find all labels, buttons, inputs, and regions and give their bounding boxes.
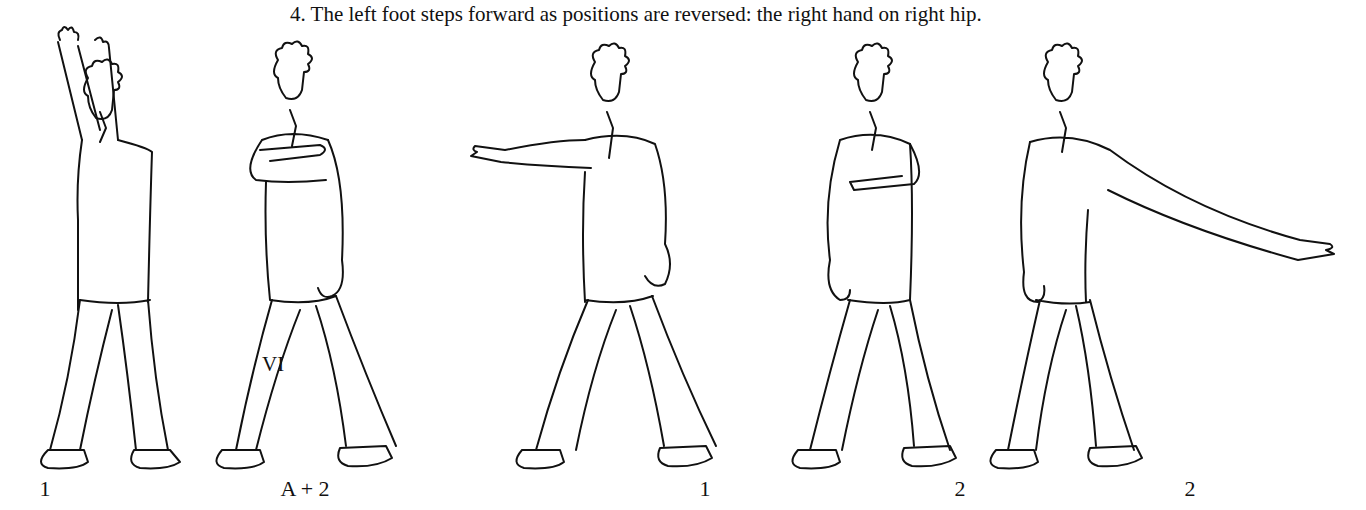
section-numeral: VI [262, 352, 284, 377]
count-number: 2 [1185, 476, 1196, 502]
dancer-figure [216, 41, 396, 468]
dancer-figure [990, 43, 1334, 468]
count-number: A + 2 [280, 476, 329, 502]
count-number: 2 [955, 476, 966, 502]
dancer-figure [471, 43, 716, 468]
dancer-figure [41, 27, 180, 468]
instruction-text: 4. The left foot steps forward as positi… [290, 2, 982, 27]
dancer-figure [792, 43, 956, 468]
count-number: 1 [40, 476, 51, 502]
count-number: 1 [700, 476, 711, 502]
